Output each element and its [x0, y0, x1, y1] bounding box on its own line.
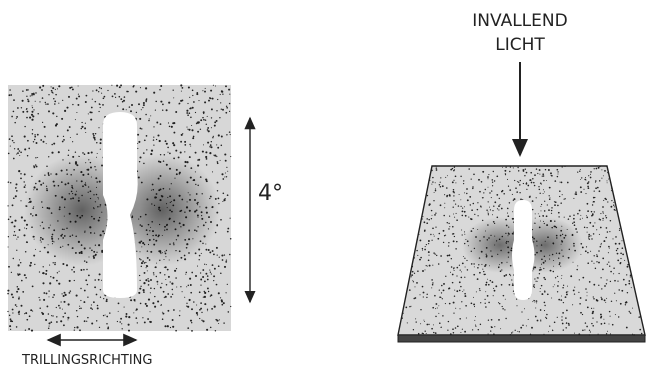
vibration-direction-label: TRILLINGSRICHTING: [21, 353, 152, 368]
right-panel: INVALLEND LICHT: [397, 11, 646, 343]
incident-light-label-line2: LICHT: [495, 35, 545, 55]
left-slit-shape: [103, 112, 138, 298]
plate-edge: [397, 334, 646, 343]
left-panel: 4° TRILLINGSRICHTING: [7, 84, 283, 368]
angle-label: 4°: [258, 181, 283, 206]
incident-light-label-line1: INVALLEND: [472, 11, 567, 31]
right-slit-shape: [512, 200, 535, 300]
